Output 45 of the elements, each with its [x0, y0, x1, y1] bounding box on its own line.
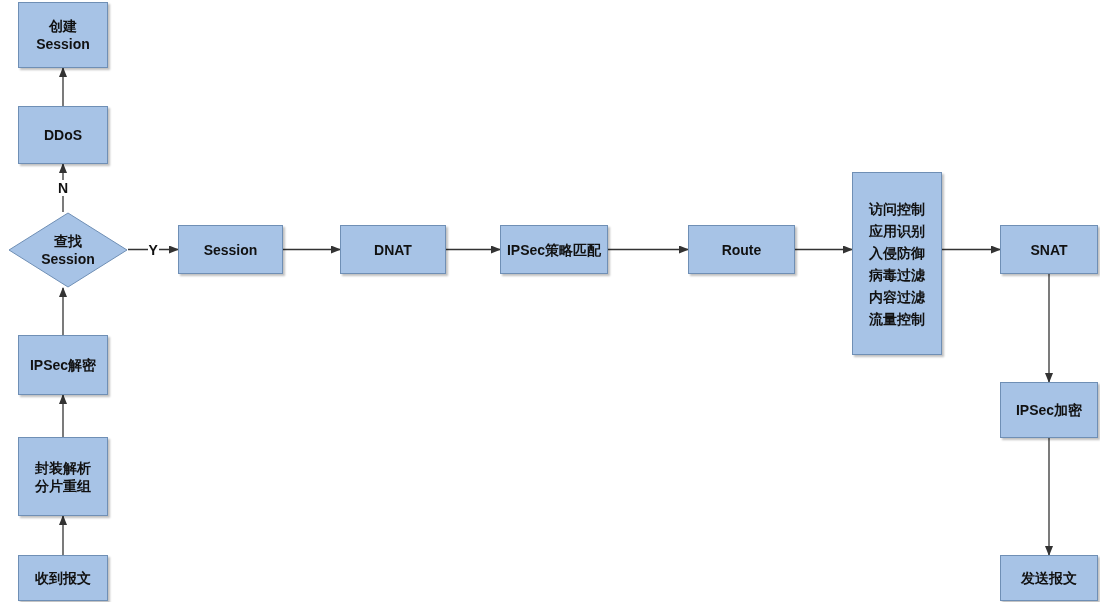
process-box	[1000, 382, 1098, 438]
process-box	[18, 555, 108, 601]
process-box	[688, 225, 795, 274]
arrow	[59, 394, 67, 438]
node-label: Session	[202, 240, 259, 259]
arrow	[59, 515, 67, 556]
process-box	[852, 172, 942, 355]
node-label: 访问控制	[867, 199, 926, 219]
arrow	[59, 287, 67, 336]
node-label: 发送报文	[1020, 569, 1078, 587]
process-box	[1000, 225, 1098, 274]
arrow	[59, 67, 67, 107]
arrow	[1045, 273, 1053, 383]
arrow	[282, 245, 341, 254]
process-box	[1000, 555, 1098, 601]
node-label: 流量控制	[868, 309, 926, 329]
node-label: DDoS	[42, 126, 84, 144]
node-label: IPSec解密	[28, 356, 98, 374]
process-box	[18, 106, 108, 164]
node-label: IPSec加密	[1014, 401, 1084, 419]
arrow	[1045, 437, 1053, 556]
arrow	[607, 245, 689, 254]
node-label: IPSec策略匹配	[505, 240, 603, 259]
node-label: SNAT	[1029, 240, 1069, 259]
decision-diamond	[8, 212, 128, 288]
node-label: 封装解析分片重组	[34, 458, 92, 495]
arrow	[794, 245, 853, 254]
node-label: 查找 Session	[40, 232, 96, 268]
process-box	[340, 225, 446, 274]
node-label: 收到报文	[34, 569, 92, 587]
process-box	[178, 225, 283, 274]
node-label: 病毒过滤	[868, 265, 926, 285]
node-label: 内容过滤	[868, 287, 926, 307]
process-box	[18, 437, 108, 516]
node-label: 创建 Session	[35, 17, 91, 53]
process-box	[18, 2, 108, 68]
process-box	[500, 225, 608, 274]
node-label: Route	[720, 240, 763, 259]
node-label: DNAT	[373, 240, 413, 259]
node-label: 应用识别	[868, 221, 926, 241]
arrow	[941, 245, 1001, 254]
node-label: 入侵防御	[868, 243, 926, 263]
edge-label: N	[57, 180, 70, 196]
process-box	[18, 335, 108, 395]
arrow	[445, 245, 501, 254]
